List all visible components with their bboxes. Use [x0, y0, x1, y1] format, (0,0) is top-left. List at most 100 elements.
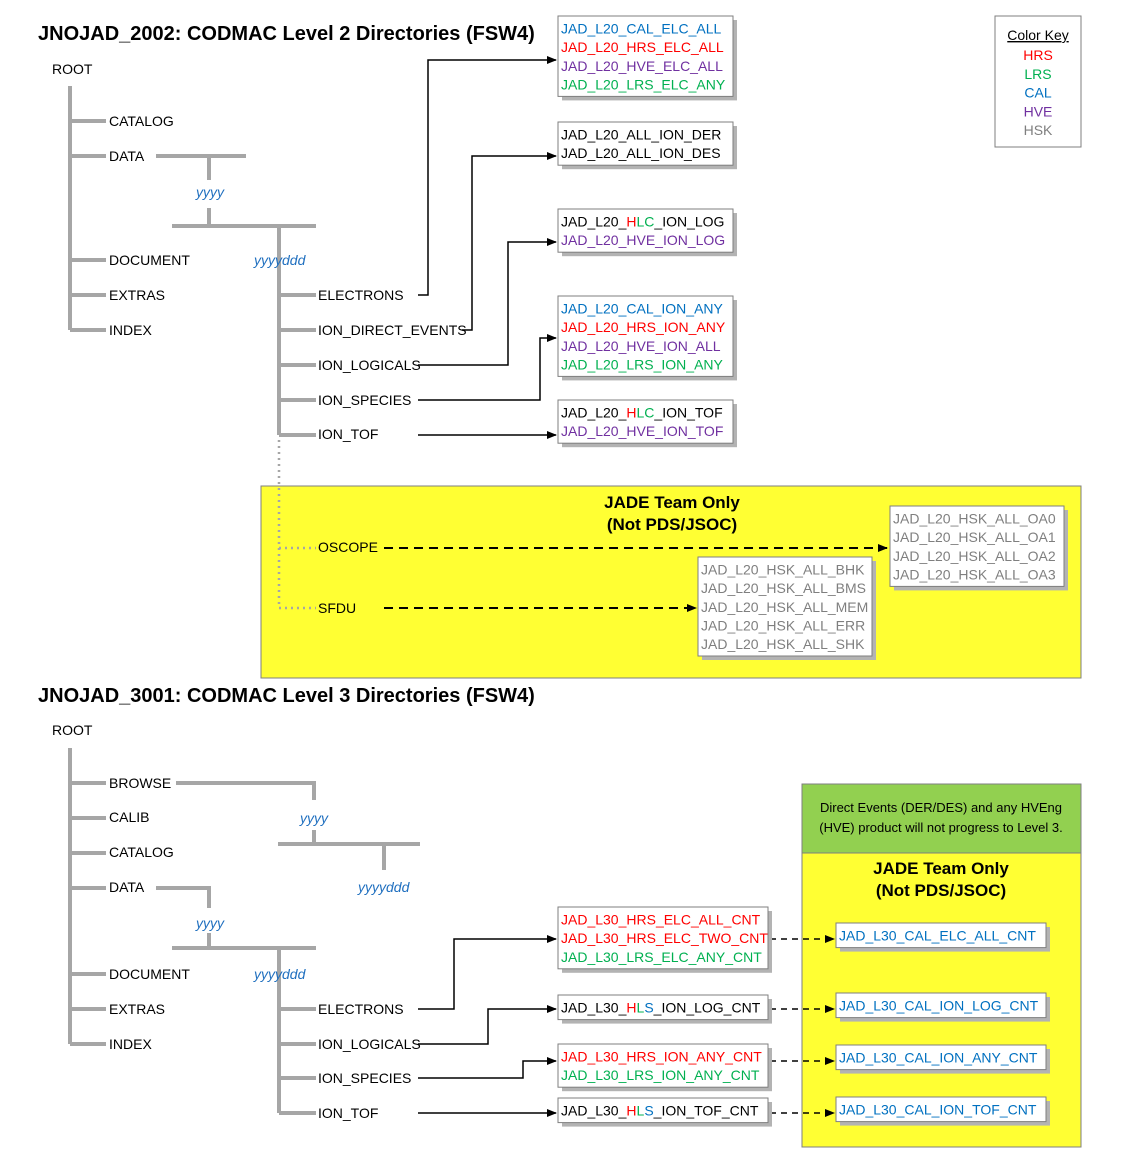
product-name-part: H — [626, 1000, 636, 1016]
product-name-part: H — [626, 405, 636, 421]
product-name-part: S — [644, 1103, 653, 1119]
dir-calib-l3: CALIB — [109, 809, 149, 825]
product-name: JAD_L30_LRS_ELC_ANY_CNT — [561, 949, 762, 965]
color-key-item: HRS — [1023, 47, 1053, 63]
note-line-2: (HVE) product will not progress to Level… — [819, 820, 1063, 835]
product-name: JAD_L20_HVE_ION_ALL — [561, 338, 721, 354]
color-key-item: CAL — [1024, 85, 1051, 101]
subdir-ion-direct-events: ION_DIRECT_EVENTS — [318, 322, 467, 338]
product-name-part: JAD_L30_HRS_ION_ANY_CNT — [561, 1049, 762, 1065]
day-dir-label: yyyyddd — [253, 252, 307, 268]
dir-index-l3: INDEX — [109, 1036, 152, 1052]
product-box — [835, 1096, 1047, 1123]
color-key-title: Color Key — [1007, 27, 1068, 43]
dotted-tree-lines — [277, 440, 316, 610]
year-dir-label: yyyy — [195, 184, 225, 200]
root-label-l3: ROOT — [52, 722, 93, 738]
product-name: JAD_L20_HVE_ELC_ALL — [561, 58, 723, 74]
product-name: JAD_L30_HRS_ELC_TWO_CNT — [561, 930, 768, 946]
product-name-part: JAD_L30_CAL_ION_TOF_CNT — [839, 1102, 1037, 1118]
tree-lines-l3 — [68, 748, 420, 1115]
product-box — [557, 994, 769, 1021]
product-name: JAD_L30_CAL_ELC_ALL_CNT — [839, 928, 1036, 944]
product-name: JAD_L20_HRS_ION_ANY — [561, 319, 726, 335]
subdir-electrons-l3: ELECTRONS — [318, 1001, 404, 1017]
product-name: JAD_L20_CAL_ELC_ALL — [561, 21, 722, 37]
product-name: JAD_L30_CAL_ION_TOF_CNT — [839, 1102, 1037, 1118]
team-only-subtitle-l3: (Not PDS/JSOC) — [876, 881, 1006, 900]
product-name-part: JAD_L20_HVE_ION_LOG — [561, 232, 725, 248]
product-name: JAD_L20_HSK_ALL_MEM — [701, 599, 868, 615]
product-name-part: LC — [637, 214, 655, 230]
product-name: JAD_L20_HSK_ALL_OA0 — [893, 511, 1056, 527]
product-name: JAD_L20_HSK_ALL_SHK — [701, 636, 865, 652]
product-box — [557, 208, 734, 253]
dir-data: DATA — [109, 148, 145, 164]
product-name-part: JAD_L20_HSK_ALL_BHK — [701, 562, 865, 578]
product-name-part: H — [626, 214, 636, 230]
product-box — [889, 505, 1065, 587]
product-name-part: H — [626, 1103, 636, 1119]
dir-data-l3: DATA — [109, 879, 145, 895]
product-box — [557, 15, 734, 97]
product-name-part: JAD_L20_HSK_ALL_SHK — [701, 636, 865, 652]
product-name: JAD_L20_HRS_ELC_ALL — [561, 39, 724, 55]
product-name-part: JAD_L30_ — [561, 1000, 627, 1016]
color-key-item: LRS — [1024, 66, 1051, 82]
product-name-part: JAD_L20_ — [561, 214, 627, 230]
product-box — [557, 295, 734, 377]
product-name-part: JAD_L20_HSK_ALL_MEM — [701, 599, 868, 615]
product-name-part: JAD_L30_CAL_ION_LOG_CNT — [839, 998, 1039, 1014]
subdir-ion-tof-l3: ION_TOF — [318, 1105, 378, 1121]
connectors-level3 — [418, 935, 835, 1117]
browse-day-label: yyyyddd — [357, 879, 411, 895]
product-name-part: JAD_L20_HVE_ION_TOF — [561, 423, 723, 439]
level3-product-boxes: JAD_L30_HRS_ELC_ALL_CNT JAD_L30_HRS_ELC_T… — [557, 906, 1050, 1127]
note-region — [801, 783, 1082, 854]
product-name-part: JAD_L20_HSK_ALL_OA2 — [893, 548, 1056, 564]
product-name-part: JAD_L20_HRS_ELC_ALL — [561, 39, 724, 55]
product-name-part: JAD_L20_HSK_ALL_OA1 — [893, 529, 1056, 545]
product-name: JAD_L30_CAL_ION_LOG_CNT — [839, 998, 1039, 1014]
product-name-part: JAD_L20_CAL_ION_ANY — [561, 301, 724, 317]
product-name: JAD_L20_HSK_ALL_BMS — [701, 580, 866, 596]
product-name: JAD_L30_HRS_ELC_ALL_CNT — [561, 912, 761, 928]
product-name: JAD_L20_CAL_ION_ANY — [561, 301, 724, 317]
team-only-title-l3: JADE Team Only — [873, 859, 1009, 878]
product-name: JAD_L20_LRS_ELC_ANY — [561, 76, 726, 92]
product-name-part: JAD_L30_ — [561, 1103, 627, 1119]
subdir-ion-logicals: ION_LOGICALS — [318, 357, 421, 373]
product-name: JAD_L20_LRS_ION_ANY — [561, 356, 724, 372]
product-name-part: JAD_L20_HRS_ION_ANY — [561, 319, 726, 335]
product-box — [557, 399, 734, 444]
product-name: JAD_L20_HVE_ION_TOF — [561, 423, 723, 439]
product-box — [557, 906, 769, 970]
product-name-part: JAD_L20_CAL_ELC_ALL — [561, 21, 722, 37]
product-name-part: JAD_L30_LRS_ELC_ANY_CNT — [561, 949, 762, 965]
team-only-title: JADE Team Only — [604, 493, 740, 512]
product-name: JAD_L20_ALL_ION_DES — [561, 145, 721, 161]
product-name: JAD_L30_HLS_ION_TOF_CNT — [561, 1103, 759, 1119]
product-name-part: S — [644, 1000, 653, 1016]
product-name-part: L — [637, 1103, 645, 1119]
product-name: JAD_L20_HSK_ALL_OA2 — [893, 548, 1056, 564]
subdir-oscope: OSCOPE — [318, 539, 378, 555]
product-box — [557, 1043, 769, 1088]
product-name: JAD_L30_HRS_ION_ANY_CNT — [561, 1049, 762, 1065]
product-name-part: JAD_L20_ALL_ION_DES — [561, 145, 721, 161]
subdir-ion-species-l3: ION_SPECIES — [318, 1070, 411, 1086]
subdir-ion-tof: ION_TOF — [318, 426, 378, 442]
dir-catalog: CATALOG — [109, 113, 174, 129]
dir-catalog-l3: CATALOG — [109, 844, 174, 860]
dir-extras: EXTRAS — [109, 287, 165, 303]
connectors-level2 — [384, 56, 888, 612]
product-name-part: JAD_L20_HSK_ALL_ERR — [701, 617, 865, 633]
note-line-1: Direct Events (DER/DES) and any HVEng — [820, 800, 1062, 815]
subdir-electrons: ELECTRONS — [318, 287, 404, 303]
product-name-part: _ION_LOG_CNT — [653, 1000, 761, 1016]
product-name-part: _ION_TOF_CNT — [653, 1103, 759, 1119]
product-name-part: JAD_L20_ — [561, 405, 627, 421]
product-name: JAD_L30_HLS_ION_LOG_CNT — [561, 1000, 761, 1016]
